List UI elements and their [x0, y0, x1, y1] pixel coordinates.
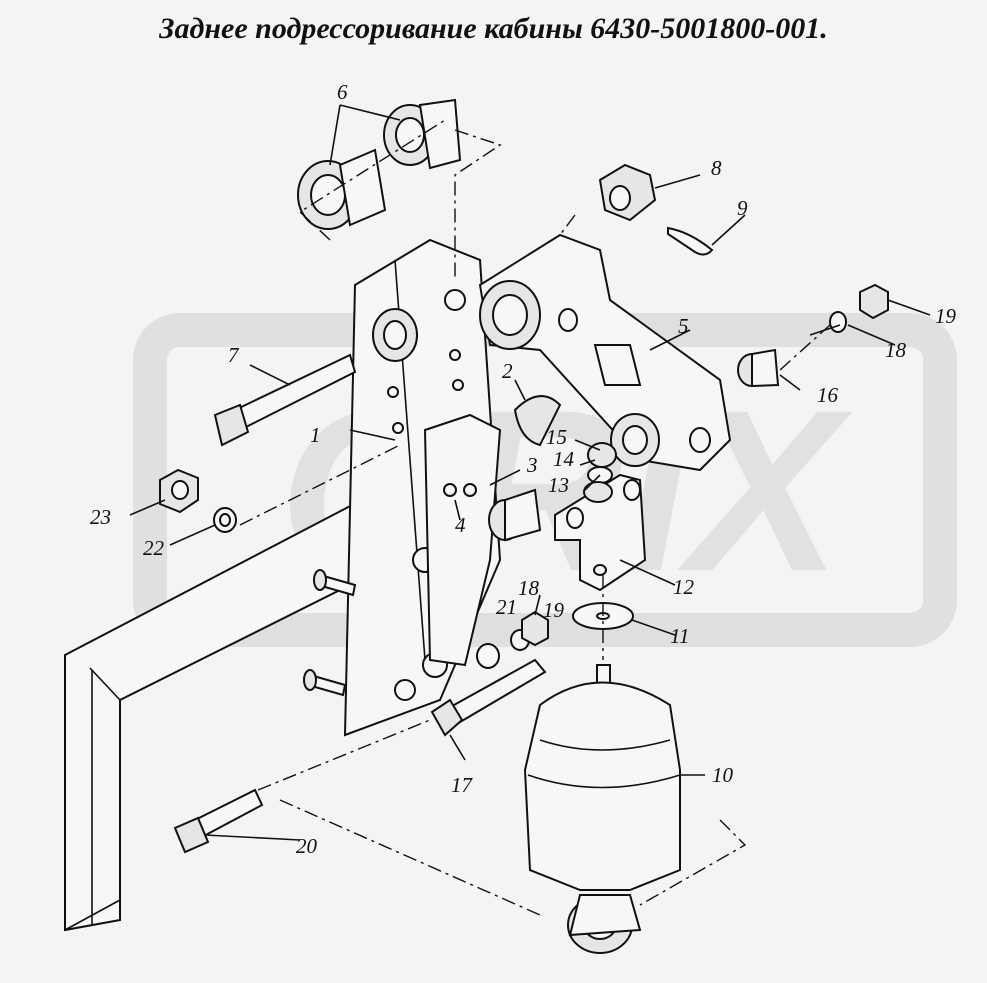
callout-9: 9 [737, 196, 748, 220]
callout-5: 5 [678, 314, 689, 338]
callout-12: 12 [673, 575, 695, 599]
leader-lines [129, 104, 931, 841]
bolt-part-7 [213, 353, 357, 447]
bolt-part-17 [430, 658, 547, 737]
callout-6: 6 [337, 80, 348, 104]
callout-15: 15 [546, 425, 567, 449]
bushing-part-13 [488, 488, 542, 542]
callout-13: 13 [548, 473, 569, 497]
callout-3: 3 [526, 453, 538, 477]
bolt-part-20 [173, 788, 264, 854]
callout-14: 14 [553, 447, 575, 471]
callout-10: 10 [712, 763, 734, 787]
callout-7: 7 [228, 343, 240, 367]
callout-18b: 18 [518, 576, 540, 600]
callout-16: 16 [817, 383, 839, 407]
nut-part-19-right [859, 283, 889, 320]
callout-labels: 1 2 3 4 5 6 7 8 9 10 11 12 13 14 15 16 1… [90, 80, 957, 858]
page-title: Заднее подрессоривание кабины 6430-50018… [159, 12, 828, 45]
washer-part-22 [213, 507, 237, 533]
callout-11: 11 [670, 624, 689, 648]
callout-4: 4 [455, 513, 466, 537]
callout-23: 23 [90, 505, 111, 529]
assembly-axis-lines [239, 119, 831, 916]
nut-part-8 [598, 163, 657, 222]
nut-washer-stack [583, 442, 617, 503]
cotter-pin-part-9 [667, 226, 714, 256]
callout-18a: 18 [885, 338, 907, 362]
bushings-part-6 [297, 98, 462, 230]
callout-17: 17 [451, 773, 474, 797]
washer-part-18-right [829, 311, 847, 333]
inner-plate [423, 413, 502, 667]
callout-19a: 19 [935, 304, 957, 328]
stop-part-2 [513, 395, 562, 447]
callout-22: 22 [143, 536, 165, 560]
callout-20: 20 [296, 834, 318, 858]
air-spring-part-10 [523, 664, 681, 954]
bushing-part-16 [737, 348, 780, 388]
nut-part-23 [159, 468, 199, 514]
callout-21: 21 [496, 595, 517, 619]
callout-2: 2 [502, 359, 513, 383]
callout-1: 1 [310, 423, 321, 447]
mounting-bolts [303, 569, 357, 697]
lever-part-5 [478, 233, 732, 472]
callout-8: 8 [711, 156, 722, 180]
callout-19b: 19 [543, 598, 565, 622]
